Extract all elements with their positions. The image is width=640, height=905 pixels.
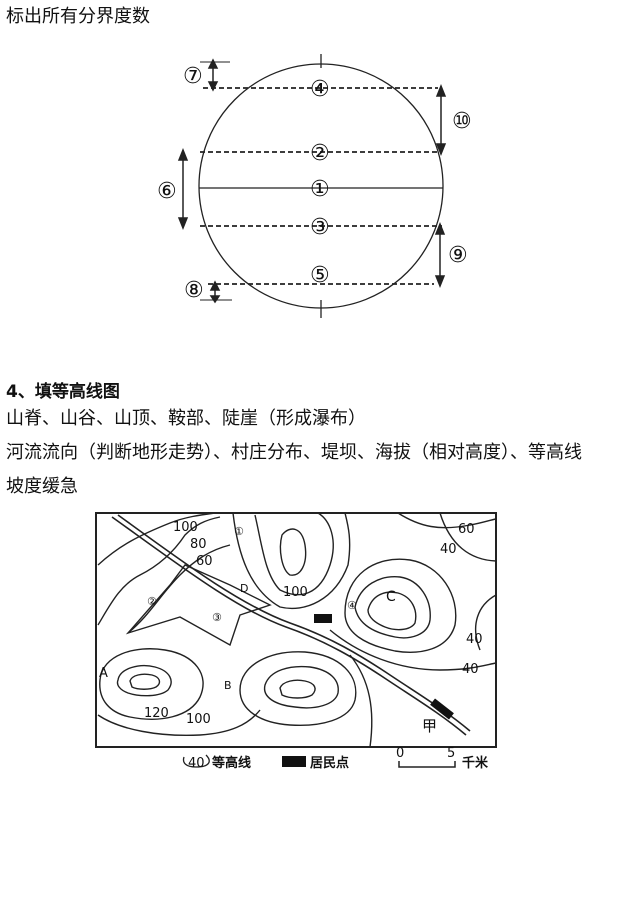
side-label-6: ⑥ bbox=[157, 179, 177, 204]
contour-label: 40 bbox=[440, 542, 457, 557]
page-heading: 标出所有分界度数 bbox=[6, 6, 150, 27]
legend-scale-zero: 0 bbox=[396, 746, 404, 761]
text-line-1: 山脊、山谷、山顶、鞍部、陡崖（形成瀑布） bbox=[6, 408, 366, 429]
side-label-8: ⑧ bbox=[184, 278, 204, 303]
side-label-9: ⑨ bbox=[448, 243, 468, 268]
point-label-c: C bbox=[386, 589, 396, 605]
legend-settlement-label: 居民点 bbox=[310, 755, 349, 771]
contour-label: 40 bbox=[462, 662, 479, 677]
side-label-7: ⑦ bbox=[183, 64, 203, 89]
legend-scale-five: 5 bbox=[447, 746, 455, 761]
contour-label: 100 bbox=[186, 712, 211, 727]
section-title: 4、填等高线图 bbox=[6, 382, 120, 402]
contour-label: 40 bbox=[466, 632, 483, 647]
line-label-equator: ① bbox=[310, 177, 330, 202]
contour-map: 100 80 60 100 60 40 40 40 120 100 A B C … bbox=[95, 512, 497, 771]
point-label-b: B bbox=[224, 679, 232, 692]
line-label-lower: ③ bbox=[310, 215, 330, 240]
contour-label: 60 bbox=[458, 522, 475, 537]
legend-contour-label: 等高线 bbox=[211, 755, 251, 771]
line-label-bottom: ⑤ bbox=[310, 263, 330, 288]
contour-label: 60 bbox=[196, 554, 213, 569]
contour-label: 100 bbox=[283, 585, 308, 600]
point-label-4: ④ bbox=[347, 599, 357, 612]
point-label-1: ① bbox=[234, 525, 244, 538]
point-label-3: ③ bbox=[212, 611, 222, 624]
line-label-top: ④ bbox=[310, 77, 330, 102]
text-line-2: 河流流向（判断地形走势）、村庄分布、堤坝、海拔（相对高度）、等高线 bbox=[6, 442, 582, 463]
contour-label: 80 bbox=[190, 537, 207, 552]
side-label-10: ⑩ bbox=[452, 109, 472, 134]
point-label-2: ② bbox=[147, 595, 157, 608]
contour-label: 120 bbox=[144, 706, 169, 721]
legend-contour-value: 40 bbox=[188, 756, 205, 771]
text-line-3: 坡度缓急 bbox=[6, 476, 78, 497]
point-label-jia: 甲 bbox=[422, 717, 437, 735]
globe-diagram: ④ ② ① ③ ⑤ ⑦ ⑥ ⑧ ⑩ ⑨ bbox=[157, 54, 472, 318]
line-label-upper: ② bbox=[310, 141, 330, 166]
point-label-a: A bbox=[99, 666, 108, 681]
legend-scale-unit: 千米 bbox=[462, 755, 489, 771]
point-label-d: D bbox=[240, 582, 248, 595]
contour-label: 100 bbox=[173, 520, 198, 535]
